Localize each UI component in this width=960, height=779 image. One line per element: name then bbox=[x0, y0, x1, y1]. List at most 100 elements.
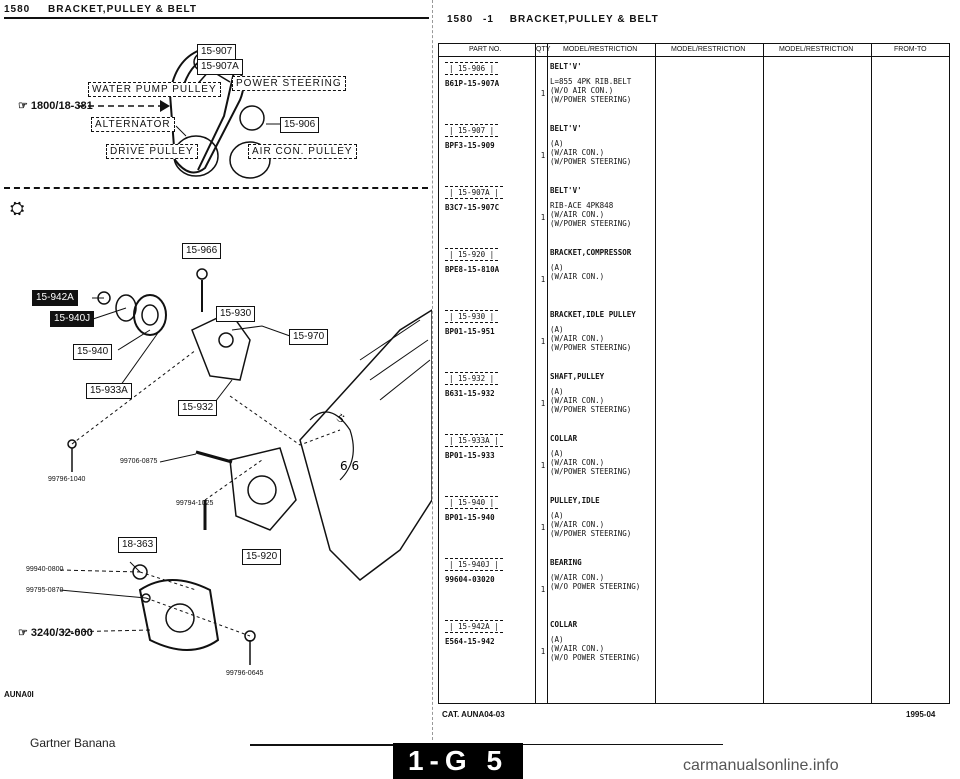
description-line: (W/POWER STEERING) bbox=[550, 343, 632, 352]
catalog-code: CAT. AUNA04-03 bbox=[442, 710, 505, 719]
page-number: 1-G 5 bbox=[393, 743, 523, 779]
description-line bbox=[550, 281, 660, 290]
ref-number: 15-920 bbox=[458, 250, 486, 259]
description-line: (W/AIR CON.) bbox=[550, 272, 605, 281]
description-line: (A) bbox=[550, 635, 564, 644]
part-number: BP01-15-940 bbox=[445, 513, 495, 522]
description-line: (W/POWER STEERING) bbox=[550, 529, 632, 538]
section-divider bbox=[4, 187, 428, 189]
pn-99796-1040: 99796-1040 bbox=[48, 476, 86, 483]
description-line: (A) bbox=[550, 449, 564, 458]
description-line: (W/AIR CON.) bbox=[550, 148, 605, 157]
description-line: (A) bbox=[550, 511, 564, 520]
left-header-title: BRACKET,PULLEY & BELT bbox=[48, 4, 197, 15]
tag-18-363: 18-363 bbox=[118, 537, 158, 553]
engine-icon: ⛭ bbox=[10, 198, 25, 219]
label-air-con-pulley: AIR CON. PULLEY bbox=[248, 144, 357, 159]
description-line: (A) bbox=[550, 387, 564, 396]
qty-cell: 1 bbox=[540, 461, 546, 470]
description-line: BELT'V' bbox=[550, 62, 582, 71]
ref-top: ☞ 1800/18-381 bbox=[18, 99, 93, 112]
description-line: PULLEY,IDLE bbox=[550, 496, 600, 505]
ref-number: 15-907 bbox=[458, 126, 486, 135]
description-cell: PULLEY,IDLE (A)(W/AIR CON.)(W/POWER STEER… bbox=[550, 496, 660, 538]
pn-99795-0870: 99795-0870 bbox=[26, 587, 64, 594]
exploded-diagram: ઙ 6 6 bbox=[59, 268, 432, 665]
part-cell: | 15-906 |B61P-15-907A bbox=[445, 62, 540, 88]
description-line: (W/AIR CON.) bbox=[550, 458, 605, 467]
label-power-steering: POWER STEERING bbox=[232, 76, 346, 91]
ref-number: 15-930 bbox=[458, 312, 486, 321]
ref-bottom: ☞ 3240/32-000 bbox=[18, 626, 93, 639]
description-line: (W/AIR CON.) bbox=[550, 644, 605, 653]
description-line: BELT'V' bbox=[550, 186, 582, 195]
part-cell: | 15-942A |E564-15-942 bbox=[445, 620, 540, 646]
part-number: 99604-03020 bbox=[445, 575, 495, 584]
pn-99796-0645: 99796-0645 bbox=[226, 670, 264, 677]
part-number: E564-15-942 bbox=[445, 637, 495, 646]
ref-box: | 15-932 | bbox=[445, 372, 499, 385]
th-from-to: FROM-TO bbox=[894, 46, 927, 53]
brand-label: Gartner Banana bbox=[30, 736, 116, 750]
part-number: BPF3-15-909 bbox=[445, 141, 495, 150]
description-cell: BELT'V'(A)(W/AIR CON.)(W/POWER STEERING) bbox=[550, 124, 660, 166]
description-line: (W/AIR CON.) bbox=[550, 520, 605, 529]
tag-15-907a: 15-907A bbox=[197, 59, 243, 75]
qty-cell: 1 bbox=[540, 275, 546, 284]
col-divider bbox=[763, 44, 764, 703]
ref-number: 15-907A bbox=[458, 188, 490, 197]
col-divider bbox=[655, 44, 656, 703]
description-line: (A) bbox=[550, 325, 564, 334]
left-header-code: 1580 bbox=[4, 4, 31, 15]
part-number: B3C7-15-907C bbox=[445, 203, 500, 212]
col-divider bbox=[535, 44, 536, 703]
svg-text:ઙ: ઙ bbox=[336, 410, 345, 426]
description-line: L=855 4PK RIB.BELT bbox=[550, 77, 632, 86]
part-number: BPE8-15-810A bbox=[445, 265, 500, 274]
description-line: COLLAR bbox=[550, 620, 578, 629]
watermark: carmanualsonline.info bbox=[683, 757, 839, 774]
tag-15-906: 15-906 bbox=[280, 117, 320, 133]
th-model-1: MODEL/RESTRICTION bbox=[563, 46, 638, 53]
part-number: BP01-15-933 bbox=[445, 451, 495, 460]
description-line: (W/AIR CON.) bbox=[550, 396, 605, 405]
th-qty: QTY bbox=[536, 46, 551, 53]
left-footer-code: AUNA0I bbox=[4, 690, 34, 699]
center-divider bbox=[432, 0, 434, 740]
th-model-3: MODEL/RESTRICTION bbox=[779, 46, 854, 53]
part-number: BP01-15-951 bbox=[445, 327, 495, 336]
description-cell: BRACKET,IDLE PULLEY(A)(W/AIR CON.)(W/POW… bbox=[550, 310, 660, 352]
tag-15-930: 15-930 bbox=[216, 306, 256, 322]
qty-cell: 1 bbox=[540, 399, 546, 408]
description-line: BRACKET,COMPRESSOR bbox=[550, 248, 632, 257]
tag-15-942a: 15-942A bbox=[32, 290, 78, 306]
right-header-title: BRACKET,PULLEY & BELT bbox=[509, 14, 659, 25]
qty-cell: 1 bbox=[540, 647, 546, 656]
part-cell: | 15-932 |B631-15-932 bbox=[445, 372, 540, 398]
description-line: (W/POWER STEERING) bbox=[550, 405, 632, 414]
description-line: (W/POWER STEERING) bbox=[550, 467, 632, 476]
ref-box: | 15-906 | bbox=[445, 62, 499, 75]
description-cell: BELT'V'RIB-ACE 4PK848(W/AIR CON.)(W/POWE… bbox=[550, 186, 660, 228]
description-line: (W/O AIR CON.) bbox=[550, 86, 614, 95]
ref-number: 15-942A bbox=[458, 622, 490, 631]
col-divider bbox=[871, 44, 872, 703]
ref-box: | 15-907 | bbox=[445, 124, 499, 137]
description-cell: BRACKET,COMPRESSOR(A)(W/AIR CON.) bbox=[550, 248, 660, 290]
pn-99794-1025: 99794-1025 bbox=[176, 500, 214, 507]
label-drive-pulley: DRIVE PULLEY bbox=[106, 144, 198, 159]
tag-15-966: 15-966 bbox=[182, 243, 222, 259]
footer-rule-left bbox=[250, 744, 395, 746]
right-header-code: 1580 bbox=[447, 14, 474, 25]
ref-bottom-text: 3240/32-000 bbox=[30, 627, 93, 639]
description-line: (W/O POWER STEERING) bbox=[550, 653, 641, 662]
description-line: (W/AIR CON.) bbox=[550, 573, 605, 582]
part-cell: | 15-940 |BP01-15-940 bbox=[445, 496, 540, 522]
description-line: (W/POWER STEERING) bbox=[550, 219, 632, 228]
arrow-icon: ☞ bbox=[18, 100, 31, 112]
